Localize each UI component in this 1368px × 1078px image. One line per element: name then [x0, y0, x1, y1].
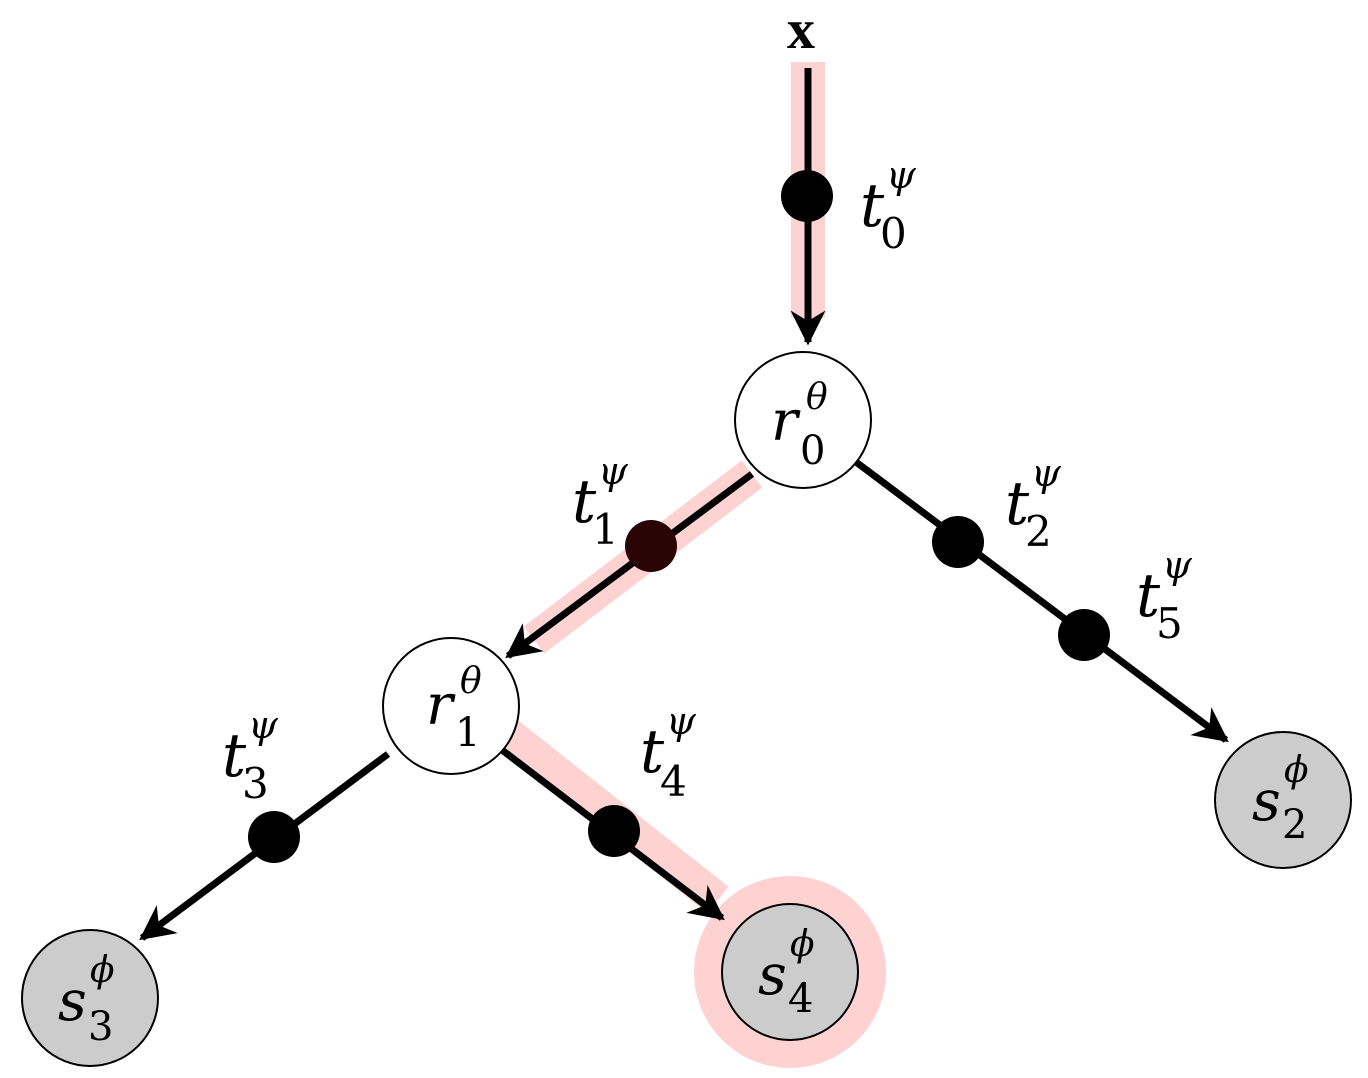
t2-label: t ψ 2 [1005, 451, 1062, 556]
t5-base: t [1136, 561, 1161, 631]
router-r1-circle [382, 637, 520, 775]
solver-s2: s ϕ 2 [1214, 731, 1352, 869]
t5-label: t ψ 5 [1136, 543, 1193, 648]
solver-s3-sub: 3 [88, 1004, 113, 1050]
t1-dot [625, 520, 677, 572]
solver-s4-base: s [758, 943, 787, 1008]
solver-s3: s ϕ 3 [21, 929, 159, 1067]
input-label: x [787, 0, 815, 61]
router-r0: r θ 0 [734, 351, 872, 489]
solver-s3-circle [21, 929, 159, 1067]
t4-dot [588, 805, 640, 857]
t5-dot [1058, 609, 1110, 661]
t3-label: t ψ 3 [222, 703, 279, 808]
t1-sub: 1 [592, 505, 619, 554]
t3-sub: 3 [242, 759, 269, 808]
t0-sub: 0 [880, 209, 907, 258]
router-r1-sub: 1 [455, 710, 480, 756]
solver-s4: s ϕ 4 [721, 903, 859, 1041]
router-r0-base: r [771, 389, 801, 454]
t1-sup: ψ [598, 449, 629, 493]
solver-s4-sup: ϕ [790, 924, 815, 965]
solver-s4-circle [721, 903, 859, 1041]
router-r0-circle [734, 351, 872, 489]
router-r0-sup: θ [806, 377, 828, 418]
t5-sup: ψ [1162, 543, 1193, 587]
solver-s2-base: s [1252, 769, 1281, 834]
t0-dot [781, 170, 833, 222]
solver-s2-sup: ϕ [1284, 750, 1309, 791]
t2-sub: 2 [1025, 507, 1052, 556]
solver-s3-base: s [58, 969, 87, 1034]
t0-sup: ψ [886, 153, 917, 197]
transformer-dots [248, 170, 1110, 863]
router-nodes: r θ 0 r θ 1 [382, 351, 872, 775]
edge-r0-s2 [853, 459, 1229, 743]
t3-dot [248, 811, 300, 863]
t4-sub: 4 [660, 757, 687, 806]
router-r1: r θ 1 [382, 637, 520, 775]
t1-base: t [572, 467, 597, 537]
solver-s2-sub: 2 [1282, 802, 1307, 848]
t2-dot [932, 516, 984, 568]
t2-base: t [1005, 469, 1030, 539]
solver-s3-sup: ϕ [90, 950, 115, 991]
t3-sup: ψ [248, 703, 279, 747]
solver-s4-sub: 4 [788, 976, 813, 1022]
edge-r0-r1 [505, 471, 755, 659]
t1-label: t ψ 1 [572, 449, 629, 554]
solver-nodes: s ϕ 2 s ϕ 3 s ϕ 4 [21, 731, 1352, 1067]
router-r1-sup: θ [460, 661, 482, 702]
router-r0-sub: 0 [800, 428, 825, 474]
t4-sup: ψ [666, 699, 697, 743]
router-r1-base: r [426, 673, 456, 738]
transformer-labels: t ψ 0 t ψ 1 t ψ 2 t ψ 5 t ψ 3 t ψ 4 [222, 153, 1193, 808]
t2-sup: ψ [1031, 451, 1062, 495]
t3-base: t [222, 721, 247, 791]
edges [139, 68, 1229, 941]
t0-label: t ψ 0 [860, 153, 917, 258]
t0-base: t [860, 171, 885, 241]
solver-s2-circle [1214, 731, 1352, 869]
t5-sub: 5 [1156, 599, 1183, 648]
t4-label: t ψ 4 [640, 699, 697, 806]
t4-base: t [640, 717, 665, 787]
